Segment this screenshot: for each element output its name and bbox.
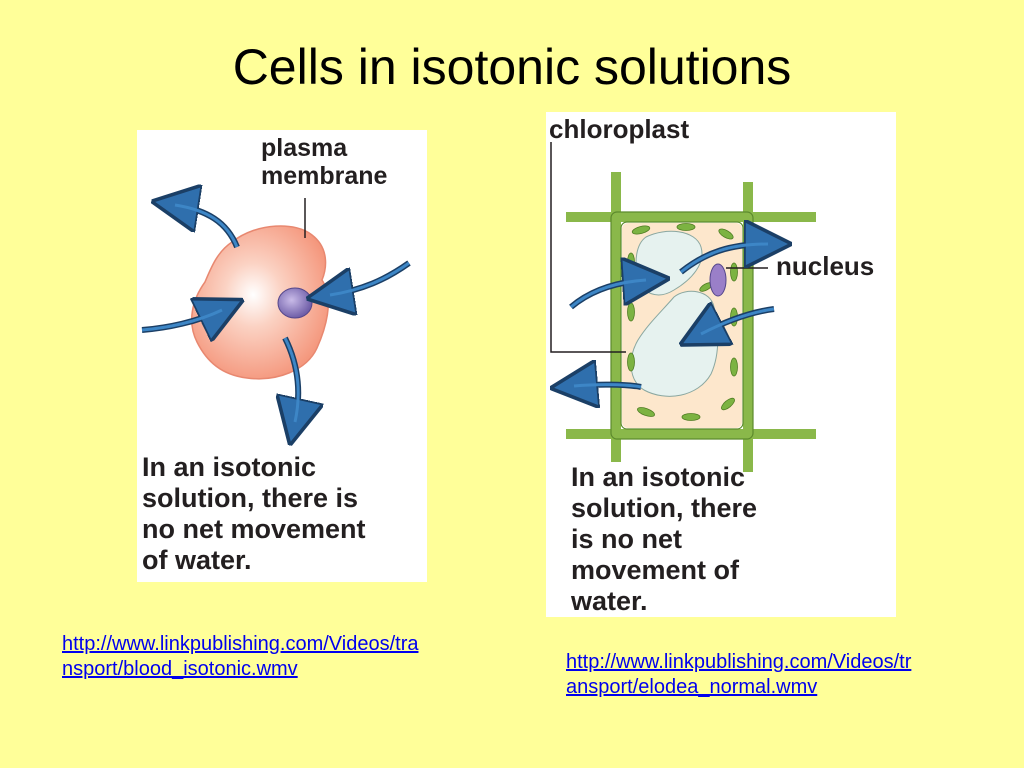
- plant-caption-line5: water.: [571, 586, 648, 616]
- plant-caption-line2: solution, there: [571, 493, 758, 523]
- animal-caption-line1: In an isotonic: [142, 452, 317, 482]
- blood-cell-nucleus: [277, 287, 313, 319]
- plant-caption-line3: is no net: [571, 524, 683, 554]
- animal-caption-line3: no net movement: [142, 514, 366, 544]
- chloroplast-label: chloroplast: [549, 114, 690, 144]
- plant-cell-diagram: [546, 142, 816, 472]
- slide-title: Cells in isotonic solutions: [232, 39, 792, 95]
- animal-cell-caption: In an isotonic solution, there is no net…: [142, 452, 366, 576]
- animal-cell-diagram: [141, 130, 411, 582]
- plasma-membrane-label: plasma membrane: [261, 134, 387, 190]
- plant-cell-caption: In an isotonic solution, there is no net…: [571, 462, 757, 617]
- chloroplast-pointer: [550, 142, 626, 353]
- plant-caption-line4: movement of: [571, 555, 740, 585]
- blood-isotonic-video-link[interactable]: http://www.linkpublishing.com/Videos/tra…: [62, 633, 419, 680]
- plasma-membrane-label-line1: plasma: [261, 134, 348, 162]
- animal-caption-line2: solution, there is: [142, 483, 359, 513]
- animal-cell-figure: plasma membrane In an isotonic solution,…: [137, 130, 427, 582]
- plasma-membrane-label-line2: membrane: [261, 162, 388, 190]
- nucleus-label: nucleus: [776, 251, 875, 281]
- animal-caption-line4: of water.: [142, 545, 252, 575]
- arrow-in-right: [330, 260, 411, 295]
- elodea-normal-video-link[interactable]: http://www.linkpublishing.com/Videos/tra…: [566, 651, 912, 698]
- plant-cell-figure: chloroplast nucleus In an isotonic solut…: [546, 112, 896, 617]
- plant-cell-nucleus: [709, 263, 727, 297]
- arrow-out-top-left: [175, 205, 240, 249]
- plant-caption-line1: In an isotonic: [571, 462, 746, 492]
